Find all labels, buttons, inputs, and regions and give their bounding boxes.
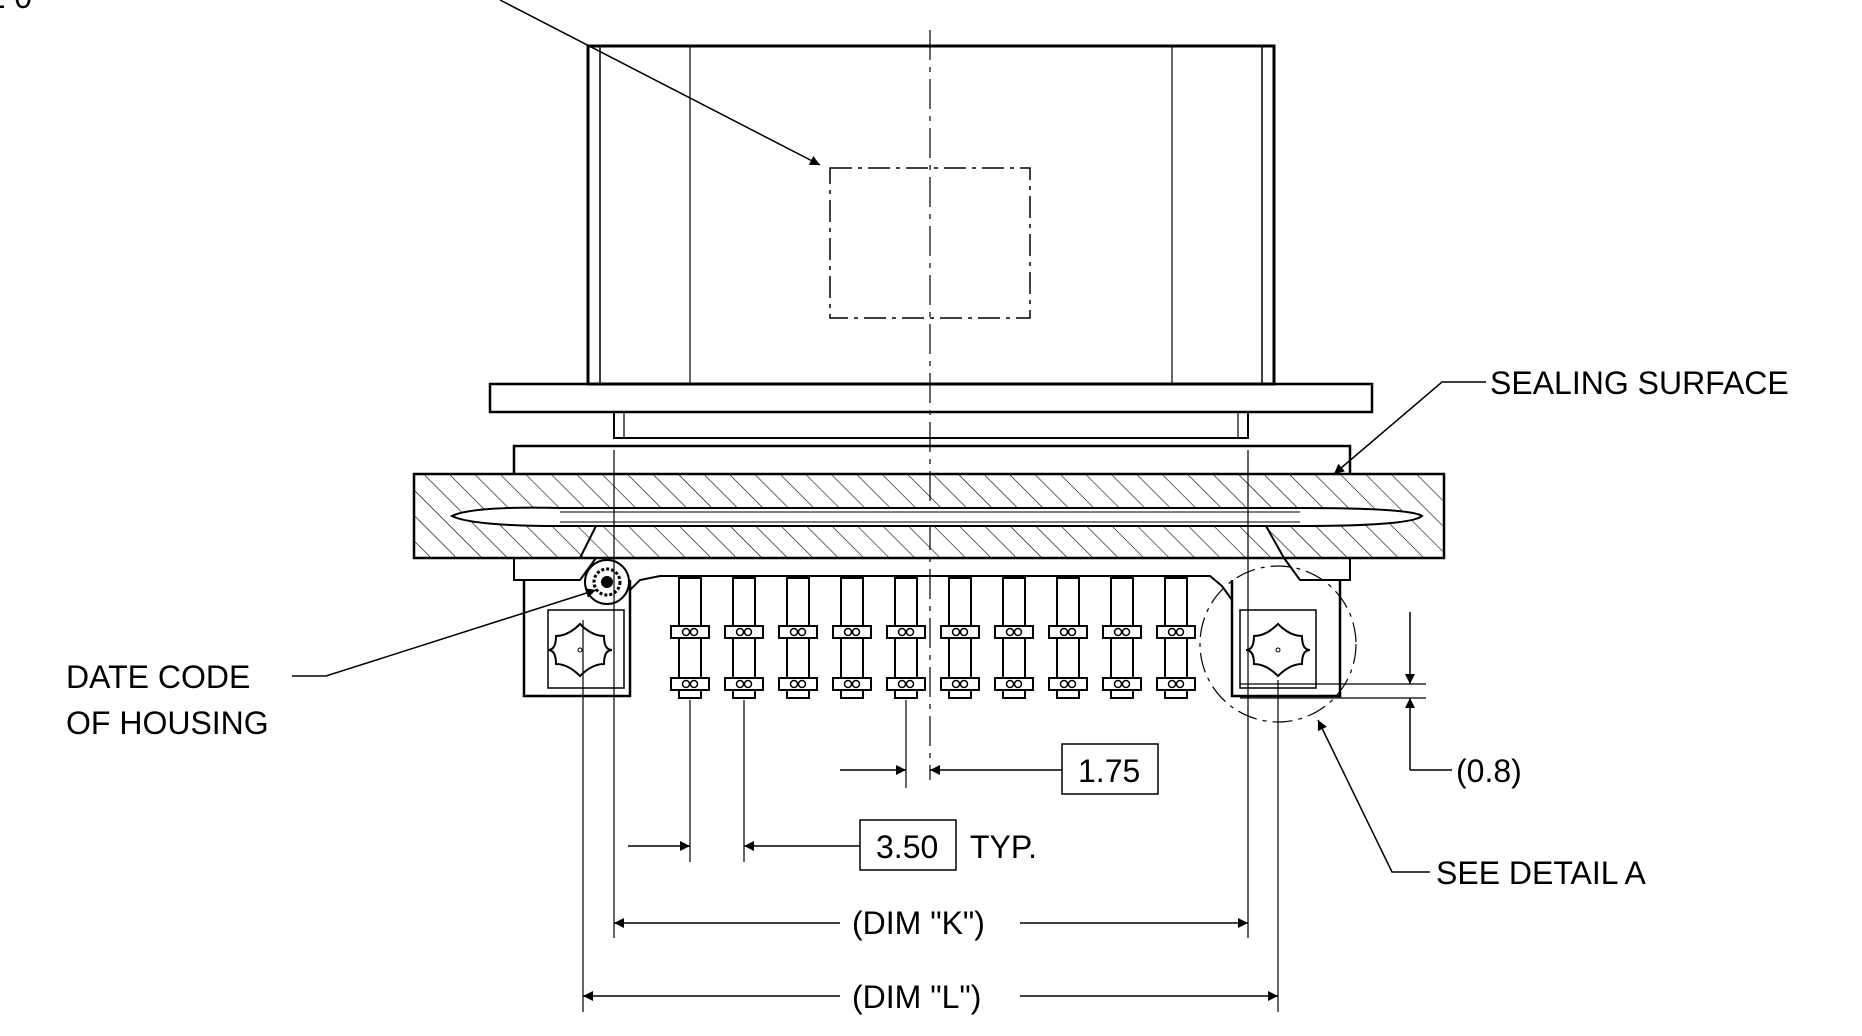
dimension-arrows bbox=[583, 612, 1452, 1001]
pin bbox=[886, 577, 926, 699]
extension-lines bbox=[582, 450, 1426, 1012]
date-code-icon bbox=[584, 559, 630, 605]
flange-plate bbox=[488, 382, 1374, 414]
dim-3-50: 3.50 bbox=[876, 829, 938, 865]
date-code-label-line2: OF HOUSING bbox=[66, 705, 269, 741]
pin bbox=[670, 577, 710, 699]
see-detail-label: SEE DETAIL A bbox=[1436, 855, 1647, 891]
panel-section bbox=[412, 472, 1446, 560]
dim-typ: TYP. bbox=[970, 829, 1037, 865]
left-mount-icon bbox=[547, 622, 613, 678]
pin-row bbox=[670, 577, 1196, 699]
dim-box-3-50 bbox=[859, 819, 957, 871]
dim-k-label: (DIM "K") bbox=[852, 905, 985, 941]
pin bbox=[1048, 577, 1088, 699]
dim-l-label: (DIM "L") bbox=[852, 979, 981, 1015]
sealing-leader bbox=[1333, 381, 1486, 475]
right-mount-icon bbox=[1245, 622, 1311, 678]
dim-box-1-75 bbox=[1061, 743, 1159, 795]
dim-offset: (0.8) bbox=[1456, 753, 1522, 789]
upper-housing bbox=[586, 44, 1276, 386]
pin bbox=[778, 577, 818, 699]
lower-housing bbox=[513, 557, 1351, 698]
detail-leader bbox=[1317, 719, 1430, 873]
date-code-label: DATE CODE bbox=[66, 659, 250, 695]
view-leader-line bbox=[499, 0, 821, 166]
label-area-outline bbox=[829, 167, 1031, 319]
pin bbox=[832, 577, 872, 699]
mid-housing bbox=[512, 444, 1352, 474]
dim-1-75: 1.75 bbox=[1078, 753, 1140, 789]
sealing-surface-label: SEALING SURFACE bbox=[1490, 365, 1789, 401]
pin bbox=[1156, 577, 1196, 699]
top-left-fragment: E 0 bbox=[0, 0, 32, 15]
pin bbox=[940, 577, 980, 699]
pin bbox=[1102, 577, 1142, 699]
date-code-leader bbox=[292, 588, 597, 677]
pin bbox=[994, 577, 1034, 699]
flange-step bbox=[613, 411, 1249, 439]
pin bbox=[724, 577, 764, 699]
